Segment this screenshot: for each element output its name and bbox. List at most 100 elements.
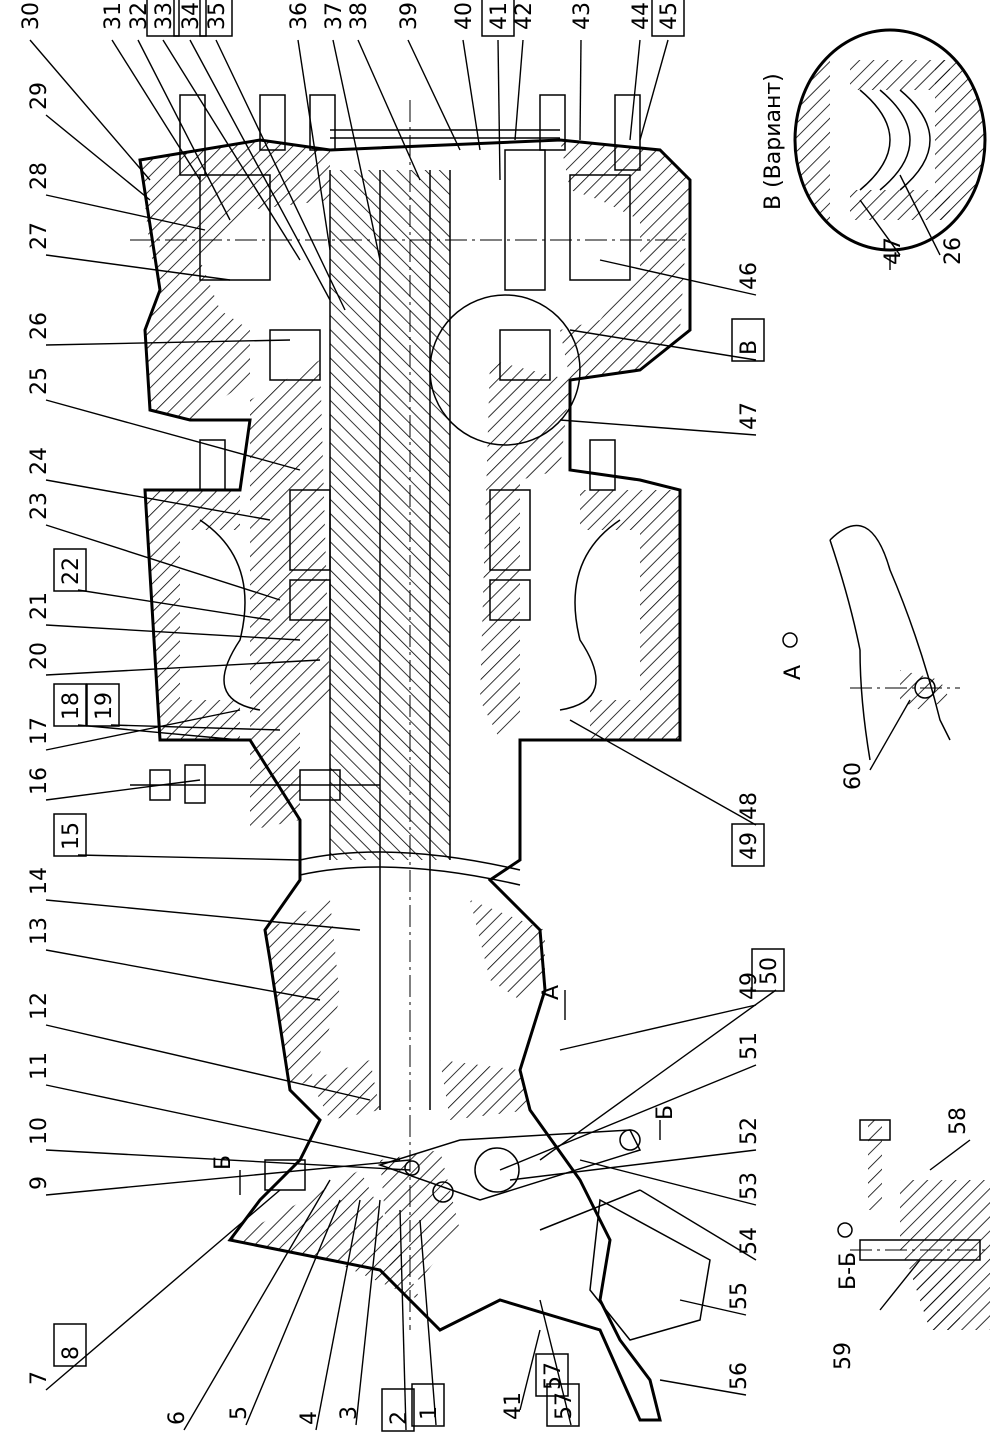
callout-left-21-8: 21 (27, 592, 301, 641)
callout-left-2-27: 2 (381, 1209, 415, 1432)
callout-left-16-13-leader (45, 779, 201, 801)
callout-top-45-label: 45 (657, 2, 682, 30)
callout-right-51-5-label: 51 (737, 1032, 762, 1060)
callout-left-20-9: 20 (27, 642, 321, 676)
callout-right-46-0: 46 (599, 259, 762, 296)
callout-left-2-27-label: 2 (387, 1411, 412, 1425)
callout-top-44-label: 44 (629, 2, 654, 30)
callout-right-51-5-leader (499, 1064, 757, 1171)
callout-top-39-label: 39 (397, 2, 422, 30)
callout-left-3-26-leader (355, 1199, 381, 1426)
callout-59: 59 (831, 1342, 856, 1370)
callout-left-28-1: 28 (27, 162, 206, 231)
callout-B-label: В (737, 340, 762, 355)
callout-left-11-18: 11 (27, 1052, 401, 1161)
callout-left-3-26: 3 (337, 1199, 381, 1426)
callout-left-13-16-leader (45, 949, 321, 1001)
callout-right-47-1-label: 47 (737, 402, 762, 430)
section-mark-b-bottom: Б (653, 1105, 678, 1120)
callout-right-48-2-label: 48 (737, 792, 762, 820)
callout-top-33-box (146, 0, 180, 37)
callout-left-17-10: 17 (27, 709, 241, 751)
callout-top-40-label: 40 (452, 2, 477, 30)
callout-left-27-2: 27 (27, 222, 231, 281)
callout-49-upper: 49 (559, 972, 762, 1051)
callout-left-22-7-leader (77, 589, 271, 621)
callout-top-30-label: 30 (19, 2, 44, 30)
callout-top-43-leader (579, 39, 582, 141)
callout-top-30: 30 (19, 2, 151, 181)
callout-left-25-4-leader (45, 399, 301, 471)
callout-left-9-20: 9 (27, 1159, 411, 1196)
callout-left-27-2-label: 27 (27, 222, 52, 250)
view-b-title: В (Вариант) (761, 73, 786, 210)
callout-right-54-8-leader (639, 1189, 757, 1261)
callout-left-29-0-leader (45, 114, 151, 201)
callout-top-33-label: 33 (152, 2, 177, 30)
callout-right-48-2-leader (569, 719, 757, 826)
callout-left-11-18-leader (45, 1084, 401, 1161)
callout-left-9-20-leader (45, 1159, 411, 1196)
callout-left-18-11-box (53, 683, 87, 727)
callout-left-12-17: 12 (27, 992, 371, 1101)
callout-left-1-28-box (411, 1383, 445, 1427)
callout-left-19-12-leader (110, 724, 281, 731)
callout-left-12-17-leader (45, 1024, 371, 1101)
callout-left-15-14-leader (77, 854, 301, 861)
callout-right-52-6-label: 52 (737, 1117, 762, 1145)
callout-left-15-14-label: 15 (59, 822, 84, 850)
callout-top-31: 31 (101, 2, 201, 181)
callout-left-24-5-label: 24 (27, 447, 52, 475)
callout-left-23-6-leader (45, 524, 281, 601)
callout-left-28-1-label: 28 (27, 162, 52, 190)
callout-top-34-box (173, 0, 207, 37)
callout-left-12-17-label: 12 (27, 992, 52, 1020)
callout-top-37-label: 37 (322, 2, 347, 30)
callout-left-6-23: 6 (165, 1179, 331, 1431)
callout-right-56-10: 56 (659, 1362, 752, 1396)
callout-right-50-4-label: 50 (757, 957, 782, 985)
callout-left-26-3-leader (45, 339, 291, 346)
callout-left-21-8-label: 21 (27, 592, 52, 620)
callout-right-50-4: 50 (539, 948, 785, 1161)
callout-bottom-57: 57 (535, 1353, 569, 1397)
callout-left-1-28-label: 1 (417, 1406, 442, 1420)
callout-left-23-6: 23 (27, 492, 281, 601)
callout-left-16-13-label: 16 (27, 767, 52, 795)
callout-top-32-leader (137, 39, 231, 221)
callout-right-57-11-box (546, 1383, 580, 1427)
callout-top-41-box (481, 0, 515, 37)
callout-right-49-3-box (731, 823, 765, 867)
callout-left-22-7-label: 22 (59, 557, 84, 585)
callout-left-22-7-box (53, 548, 87, 592)
callout-left-25-4-label: 25 (27, 367, 52, 395)
callout-bottom-41-leader (519, 1329, 541, 1411)
callout-top-40-leader (462, 39, 481, 151)
callout-right-47-1: 47 (559, 402, 762, 436)
callout-left-8-21-label: 8 (59, 1346, 84, 1360)
callout-left-1-28-leader (419, 1219, 437, 1426)
callout-top-42-leader (514, 39, 524, 141)
callout-top-35-leader (215, 39, 346, 311)
callout-top-35-label: 35 (205, 2, 230, 30)
callout-left-13-16: 13 (27, 917, 321, 1001)
callout-right-57-11-leader (539, 1299, 572, 1426)
callout-top-45-leader (639, 39, 669, 141)
callout-left-19-12-box (86, 683, 120, 727)
callout-B: В (569, 318, 765, 362)
callout-47-view-b: 47 (881, 237, 906, 265)
callout-bottom-57-label: 57 (541, 1362, 566, 1390)
callout-right-56-10-leader (659, 1379, 747, 1396)
callout-right-50-4-leader (539, 989, 777, 1161)
callout-left-26-3: 26 (27, 312, 291, 346)
callout-left-4-25-label: 4 (297, 1411, 322, 1425)
detail-view-B: В (Вариант) 47 26 (761, 28, 987, 270)
callout-left-17-10-leader (45, 709, 241, 751)
callout-top-39: 39 (397, 2, 461, 151)
callout-bottom-41-label: 41 (501, 1392, 526, 1420)
callout-left-15-14-box (53, 813, 87, 857)
callout-right-49-3: 49 (731, 823, 765, 867)
callout-right-52-6-leader (509, 1149, 757, 1181)
callout-left-10-19-label: 10 (27, 1117, 52, 1145)
